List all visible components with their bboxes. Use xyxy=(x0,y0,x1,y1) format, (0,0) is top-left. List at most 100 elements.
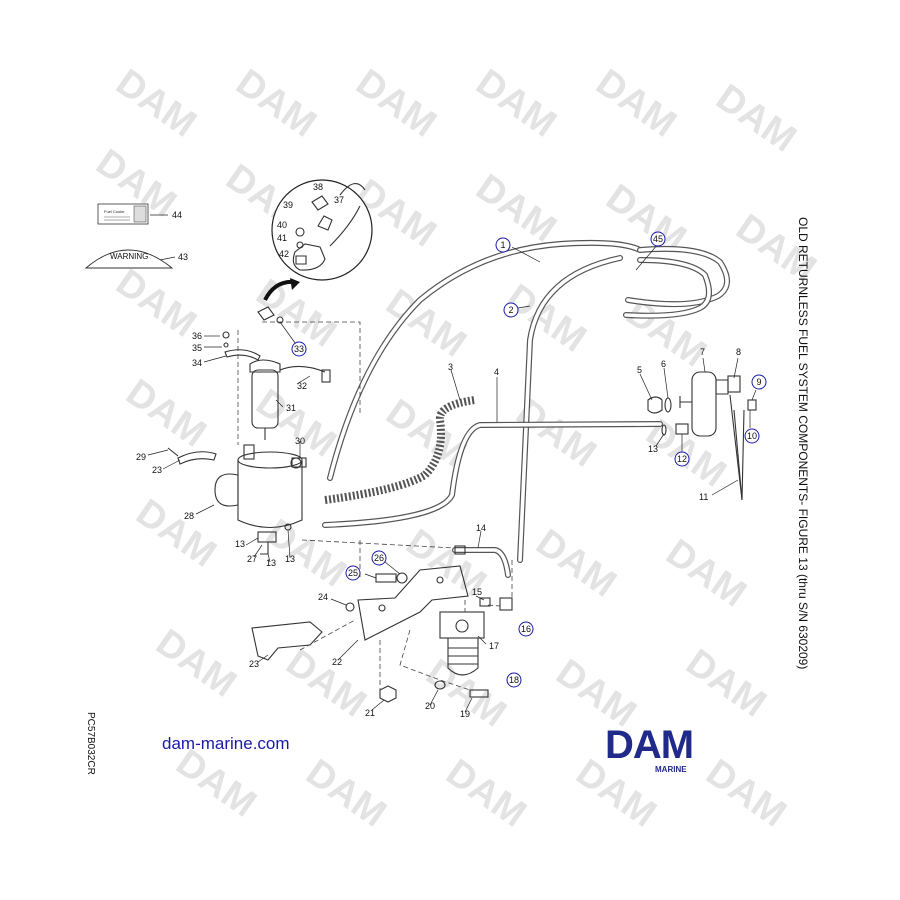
dam-marine-logo: DAM MARINE xyxy=(605,723,694,774)
label-43: 43 xyxy=(178,252,188,262)
callout-9: 9 xyxy=(751,374,767,390)
callout-2: 2 xyxy=(503,302,519,318)
detail-inset xyxy=(263,179,373,301)
callout-16-label: 16 xyxy=(521,624,531,634)
clamp-29 xyxy=(167,447,217,465)
label-19: 19 xyxy=(460,709,470,719)
watermark: DAM xyxy=(348,61,443,145)
watermark: DAM xyxy=(588,61,683,145)
label-44: 44 xyxy=(172,210,182,220)
watermark: DAM xyxy=(118,371,213,455)
callout-33: 33 xyxy=(291,341,307,357)
label-13: 13 xyxy=(648,444,658,454)
callout-18: 18 xyxy=(506,672,522,688)
callout-33-label: 33 xyxy=(294,344,304,354)
callout-26: 26 xyxy=(371,550,387,566)
hose-1 xyxy=(327,239,643,481)
label-37: 37 xyxy=(334,195,344,205)
watermark: DAM xyxy=(128,491,223,575)
label-6: 6 xyxy=(661,359,666,369)
watermark: DAM xyxy=(108,261,203,345)
fuel-cooler-decal: Fuel Cooler xyxy=(97,203,149,225)
callout-12-label: 12 xyxy=(677,454,687,464)
fuel-cooler-31 xyxy=(249,359,331,440)
watermark: DAM xyxy=(528,521,623,605)
label-23: 23 xyxy=(249,659,259,669)
warning-decal: WARNING xyxy=(84,249,174,269)
hose-2 xyxy=(517,255,623,563)
callout-45-label: 45 xyxy=(653,234,663,244)
label-38: 38 xyxy=(313,182,323,192)
label-21: 21 xyxy=(365,708,375,718)
watermark: DAM xyxy=(228,61,323,145)
fittings-13-27 xyxy=(257,523,292,555)
logo-text: DAM xyxy=(605,723,693,767)
watermark: DAM xyxy=(168,741,263,825)
label-40: 40 xyxy=(277,220,287,230)
label-31: 31 xyxy=(286,403,296,413)
callout-group: 1 2 9 10 12 16 18 25 26 33 45 xyxy=(291,231,767,688)
callout-1: 1 xyxy=(495,237,511,253)
watermark: DAM xyxy=(298,751,393,835)
label-4: 4 xyxy=(494,367,499,377)
figure-code: PC57B032CR xyxy=(85,712,96,775)
label-13-d: 13 xyxy=(285,554,295,564)
label-36: 36 xyxy=(192,331,202,341)
fuel-decal-text: Fuel Cooler xyxy=(104,209,125,214)
label-11: 11 xyxy=(699,492,708,502)
logo-subtext: MARINE xyxy=(655,765,687,774)
label-22: 22 xyxy=(332,657,342,667)
bracket-22 xyxy=(357,565,469,641)
label-15: 15 xyxy=(472,587,482,597)
callout-2-label: 2 xyxy=(508,305,513,315)
part-label-group: 3 4 5 6 7 8 11 13 14 15 17 19 20 21 22 2… xyxy=(136,182,741,719)
label-13-b: 13 xyxy=(235,539,245,549)
label-35: 35 xyxy=(192,343,202,353)
callout-10-label: 10 xyxy=(747,431,757,441)
filter-17 xyxy=(439,611,485,676)
hose-14 xyxy=(452,547,511,578)
watermark: DAM xyxy=(468,61,563,145)
dipstick-11 xyxy=(729,394,745,501)
watermark: DAM xyxy=(468,166,563,250)
label-39: 39 xyxy=(283,200,293,210)
watermark: DAM xyxy=(108,61,203,145)
label-42: 42 xyxy=(279,249,289,259)
label-32: 32 xyxy=(297,381,307,391)
warning-decal-text: WARNING xyxy=(110,252,148,261)
leader-lines xyxy=(147,214,757,713)
website-link[interactable]: dam-marine.com xyxy=(162,734,290,753)
hose-45-upper xyxy=(623,245,730,319)
label-29: 29 xyxy=(136,452,146,462)
callout-9-label: 9 xyxy=(756,377,761,387)
label-27: 27 xyxy=(247,554,257,564)
bracket-34 xyxy=(222,331,261,361)
watermark: DAM xyxy=(438,751,533,835)
watermark: DAM xyxy=(708,76,803,160)
label-20: 20 xyxy=(425,701,435,711)
watermark: DAM xyxy=(698,751,793,835)
label-8: 8 xyxy=(736,347,741,357)
label-34: 34 xyxy=(192,358,202,368)
watermark: DAM xyxy=(498,276,593,360)
bracket-23 xyxy=(251,621,323,661)
fuel-filter-7 xyxy=(679,371,741,437)
callout-10: 10 xyxy=(744,428,760,444)
washer-6 xyxy=(664,397,672,413)
label-28: 28 xyxy=(184,511,194,521)
elbow-33 xyxy=(257,306,284,324)
callout-26-label: 26 xyxy=(374,553,384,563)
callout-25-label: 25 xyxy=(348,568,358,578)
watermark: DAM xyxy=(278,641,373,725)
cap-5 xyxy=(647,396,663,414)
callout-1-label: 1 xyxy=(500,240,505,250)
label-17: 17 xyxy=(489,641,499,651)
water-separator-28 xyxy=(214,444,303,528)
figure-title: OLD RETURNLESS FUEL SYSTEM COMPONENTS- F… xyxy=(796,217,810,669)
callout-12: 12 xyxy=(674,451,690,467)
watermark: DAM xyxy=(678,641,773,725)
label-3: 3 xyxy=(448,362,453,372)
label-24: 24 xyxy=(318,592,328,602)
label-13-c: 13 xyxy=(266,558,276,568)
fasteners-lower xyxy=(345,545,513,703)
